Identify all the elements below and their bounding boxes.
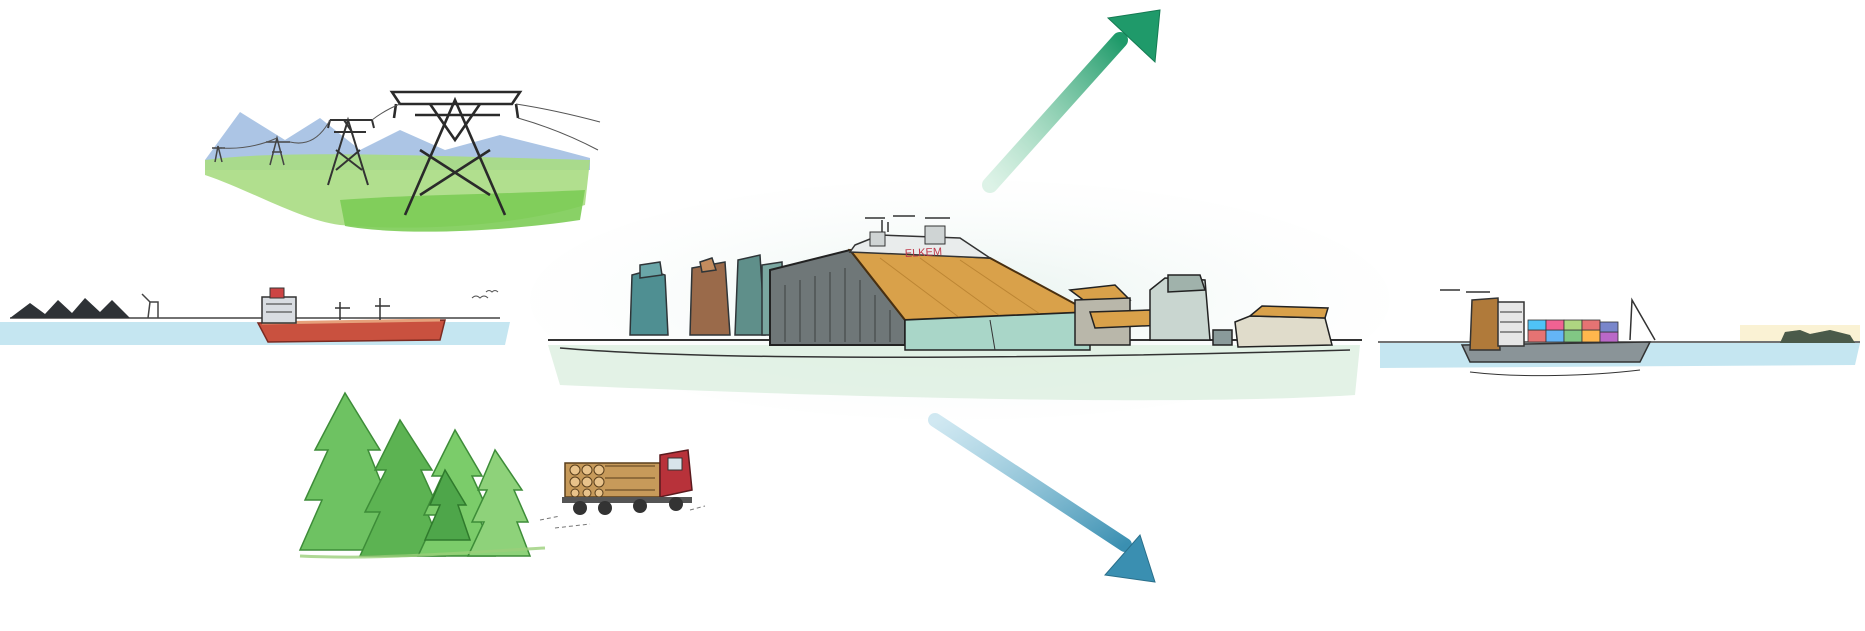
ship-superstructure (261, 296, 297, 324)
ship-bridge (1469, 297, 1501, 351)
blue-output-arrow (928, 413, 1156, 583)
factory-ground (548, 345, 1360, 401)
crane-icon (141, 293, 159, 319)
coal-ship-harbor-vignette (0, 287, 510, 345)
coal-pile-icon (10, 298, 130, 318)
spruce-trees-icon (298, 391, 532, 557)
factory-vignette: ELKEM (530, 180, 1390, 420)
power-wires (221, 103, 601, 151)
container-ship-hull (1460, 341, 1652, 363)
forest-vignette (298, 391, 706, 559)
container-ship-vignette (1378, 289, 1860, 377)
birds-icon (471, 290, 499, 299)
power-lines-vignette (205, 90, 601, 232)
log-truck-icon (539, 449, 706, 529)
factory-towers (629, 254, 785, 336)
factory-sign-text: ELKEM (905, 246, 943, 260)
containers-icon (1527, 319, 1619, 343)
green-output-arrow (982, 9, 1161, 193)
